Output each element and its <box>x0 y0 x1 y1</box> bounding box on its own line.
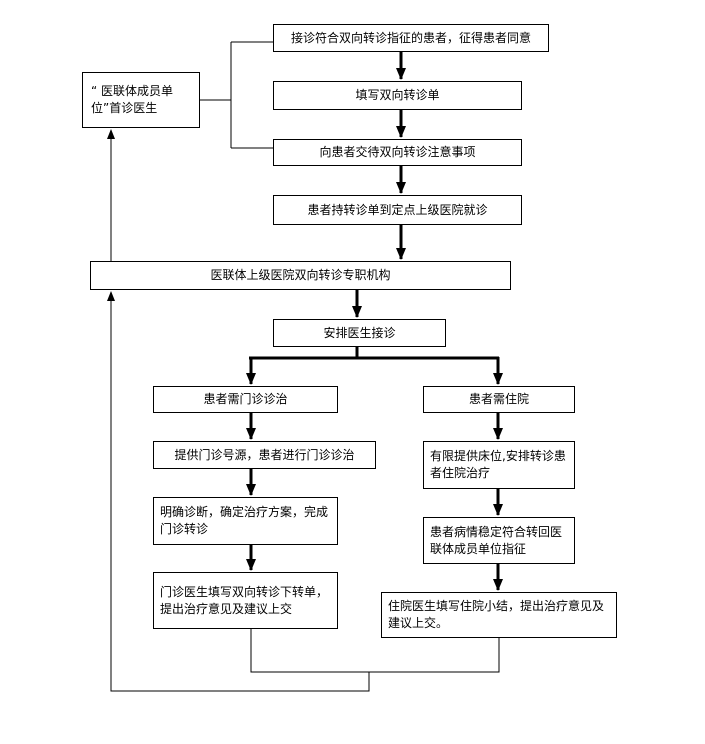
inpatient-stable-box: 患者病情稳定符合转回医联体成员单位指征 <box>423 517 575 564</box>
arrange-doctor-label: 安排医生接诊 <box>323 325 396 340</box>
outpatient-diagnosis-box: 明确诊断，确定治疗方案，完成门诊转诊 <box>153 497 338 545</box>
arrange-doctor-box: 安排医生接诊 <box>273 319 446 347</box>
inpatient-stable-label: 患者病情稳定符合转回医联体成员单位指征 <box>430 524 563 556</box>
outpatient-diagnosis-label: 明确诊断，确定治疗方案，完成门诊转诊 <box>160 505 329 536</box>
return-merge-line <box>250 629 500 673</box>
accept-patient-label: 接诊符合双向转诊指征的患者，征得患者同意 <box>290 30 531 45</box>
outpatient-number-box: 提供门诊号源，患者进行门诊诊治 <box>153 441 376 469</box>
need-inpatient-label: 患者需住院 <box>468 392 529 406</box>
referral-office-label: 医联体上级医院双向转诊专职机构 <box>210 268 391 282</box>
inpatient-bed-box: 有限提供床位,安排转诊患者住院治疗 <box>423 441 575 489</box>
need-outpatient-box: 患者需门诊诊治 <box>153 386 338 413</box>
inpatient-summary-label: 住院医生填写住院小结，提出治疗意见及建议上交。 <box>388 599 605 630</box>
visit-hospital-box: 患者持转诊单到定点上级医院就诊 <box>273 195 522 225</box>
outpatient-fill-box: 门诊医生填写双向转诊下转单，提出治疗意见及建议上交 <box>153 572 338 629</box>
fill-form-label: 填写双向转诊单 <box>355 88 440 102</box>
return-to-office-line <box>107 291 370 692</box>
first-doctor-label: “ 医联体成员单位”首诊医生 <box>91 84 174 115</box>
fill-form-box: 填写双向转诊单 <box>273 81 522 110</box>
accept-patient-box: 接诊符合双向转诊指征的患者，征得患者同意 <box>273 24 549 52</box>
need-outpatient-label: 患者需门诊诊治 <box>203 392 288 406</box>
outpatient-number-label: 提供门诊号源，患者进行门诊诊治 <box>174 447 355 462</box>
visit-hospital-label: 患者持转诊单到定点上级医院就诊 <box>307 202 488 217</box>
inpatient-summary-box: 住院医生填写住院小结，提出治疗意见及建议上交。 <box>381 592 617 638</box>
notice-label: 向患者交待双向转诊注意事项 <box>319 145 476 159</box>
need-inpatient-box: 患者需住院 <box>423 386 575 413</box>
referral-office-box: 医联体上级医院双向转诊专职机构 <box>90 261 511 290</box>
first-doctor-box: “ 医联体成员单位”首诊医生 <box>82 72 200 128</box>
notice-box: 向患者交待双向转诊注意事项 <box>273 139 522 166</box>
outpatient-fill-label: 门诊医生填写双向转诊下转单，提出治疗意见及建议上交 <box>160 584 329 616</box>
inpatient-bed-label: 有限提供床位,安排转诊患者住院治疗 <box>430 449 566 480</box>
